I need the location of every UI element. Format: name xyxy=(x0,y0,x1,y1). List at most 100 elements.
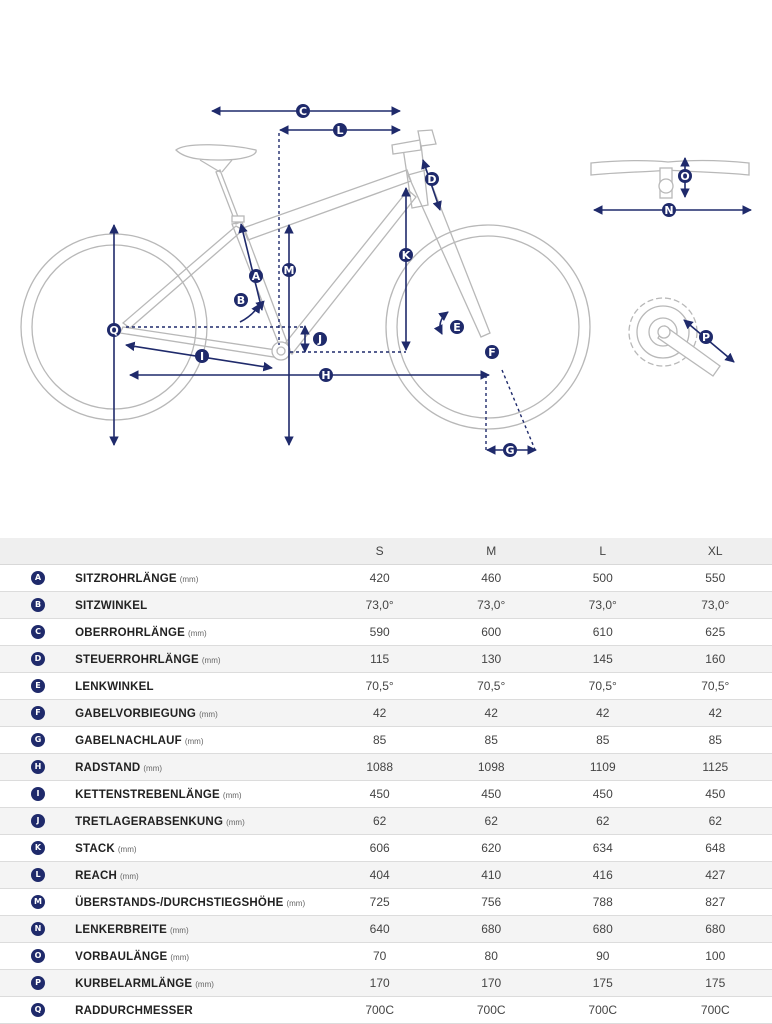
row-label-badge: K xyxy=(31,841,45,856)
measurement-unit: (mm) xyxy=(188,629,207,638)
label-M: M xyxy=(282,263,296,277)
measurement-name: SITZWINKEL xyxy=(75,600,148,612)
measurement-name: VORBAULÄNGE xyxy=(75,951,168,963)
measurement-name: RADDURCHMESSER xyxy=(75,1005,193,1017)
row-label-badge: Q xyxy=(31,1003,45,1018)
value-cell: 42 xyxy=(546,699,659,727)
value-cell: 85 xyxy=(658,726,772,754)
row-label-badge: G xyxy=(31,733,45,748)
value-cell: 90 xyxy=(546,942,659,970)
value-cell: 85 xyxy=(435,726,547,754)
value-cell: 450 xyxy=(546,780,659,808)
size-header-l: L xyxy=(546,538,659,565)
row-label-badge: B xyxy=(31,598,45,613)
value-cell: 620 xyxy=(435,834,547,862)
value-cell: 634 xyxy=(546,834,659,862)
measurement-unit: (mm) xyxy=(195,980,214,989)
value-cell: 42 xyxy=(435,699,547,727)
measurement-name: TRETLAGERABSENKUNG xyxy=(75,816,224,828)
value-cell: 590 xyxy=(323,618,436,646)
label-C: C xyxy=(296,104,310,118)
measurement-unit: (mm) xyxy=(199,710,218,719)
stem-handlebar xyxy=(391,129,437,155)
value-cell: 62 xyxy=(546,807,659,835)
front-wheel xyxy=(385,224,591,430)
label-L: L xyxy=(333,123,347,137)
row-label-badge: F xyxy=(31,706,45,721)
svg-text:H: H xyxy=(321,369,330,382)
value-cell: 62 xyxy=(435,807,547,835)
label-P: P xyxy=(699,330,713,344)
row-label-badge: P xyxy=(31,976,45,991)
measurement-name: SITZROHRLÄNGE xyxy=(75,573,177,585)
value-cell: 70,5° xyxy=(658,672,772,700)
row-label-badge: J xyxy=(31,814,45,829)
value-cell: 145 xyxy=(546,645,659,673)
value-cell: 648 xyxy=(658,834,772,862)
measurement-unit: (mm) xyxy=(286,899,306,908)
value-cell: 610 xyxy=(546,618,659,646)
measurement-unit: (mm) xyxy=(179,575,199,584)
row-label-badge: C xyxy=(31,625,45,640)
value-cell: 450 xyxy=(435,780,547,808)
value-cell: 416 xyxy=(546,861,659,889)
measurement-name: OBERROHRLÄNGE xyxy=(75,627,186,639)
value-cell: 70,5° xyxy=(546,672,659,700)
svg-text:F: F xyxy=(488,346,496,359)
value-cell: 85 xyxy=(546,726,659,754)
value-cell: 404 xyxy=(323,861,436,889)
value-cell: 410 xyxy=(435,861,547,889)
value-cell: 160 xyxy=(658,645,772,673)
value-cell: 175 xyxy=(658,969,772,997)
value-cell: 73,0° xyxy=(435,591,547,619)
svg-text:I: I xyxy=(200,350,204,363)
value-cell: 640 xyxy=(323,915,436,943)
measurement-name: STACK xyxy=(75,843,115,855)
value-cell: 170 xyxy=(323,969,436,997)
handlebar-top-view xyxy=(590,159,750,199)
value-cell: 680 xyxy=(658,915,772,943)
value-cell: 130 xyxy=(435,645,547,673)
measurement-name: KURBELARMLÄNGE xyxy=(75,978,193,990)
value-cell: 70,5° xyxy=(323,672,436,700)
size-header-s: S xyxy=(323,538,436,565)
measurement-unit: (mm) xyxy=(119,872,139,881)
value-cell: 85 xyxy=(323,726,436,754)
measurement-name: RADSTAND xyxy=(75,762,141,774)
measurement-name: ÜBERSTANDS-/DURCHSTIEGSHÖHE xyxy=(75,897,284,909)
measurement-name: REACH xyxy=(75,870,117,882)
svg-text:O: O xyxy=(680,170,689,183)
label-A: A xyxy=(249,269,263,283)
value-cell: 70 xyxy=(323,942,436,970)
value-cell: 42 xyxy=(323,699,436,727)
value-cell: 62 xyxy=(323,807,436,835)
value-cell: 80 xyxy=(435,942,547,970)
label-N: N xyxy=(662,203,676,217)
measurement-name: GABELNACHLAUF xyxy=(75,735,182,747)
value-cell: 450 xyxy=(658,780,772,808)
svg-text:D: D xyxy=(427,173,436,186)
value-cell: 550 xyxy=(658,564,772,592)
value-cell: 500 xyxy=(546,564,659,592)
value-cell: 170 xyxy=(435,969,547,997)
svg-text:N: N xyxy=(664,204,673,217)
value-cell: 450 xyxy=(323,780,436,808)
value-cell: 1109 xyxy=(546,753,659,781)
size-header-row: S M L XL xyxy=(0,538,772,565)
svg-text:K: K xyxy=(402,249,411,262)
svg-text:Q: Q xyxy=(109,324,118,337)
value-cell: 73,0° xyxy=(658,591,772,619)
